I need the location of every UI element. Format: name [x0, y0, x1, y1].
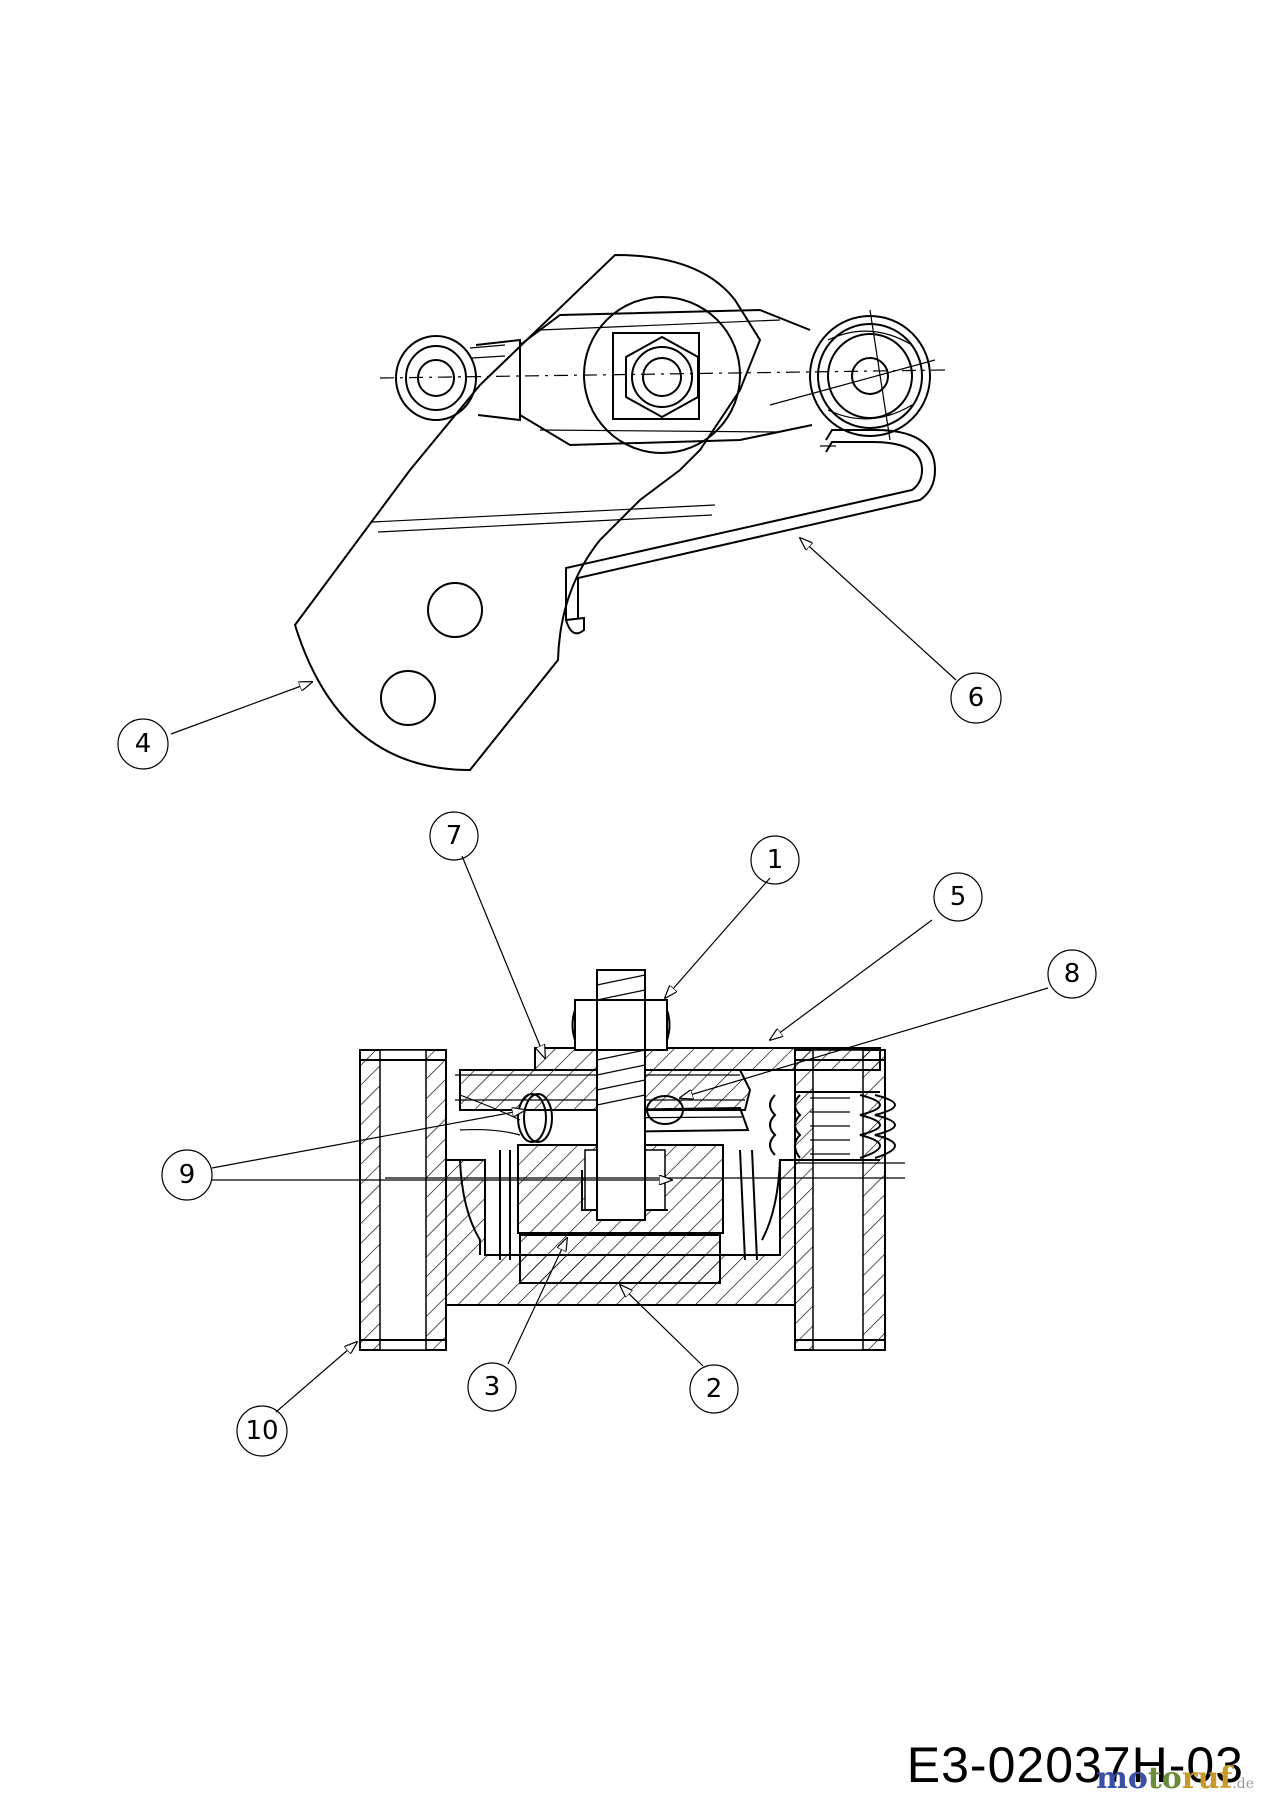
- roll-pins: [459, 1093, 684, 1143]
- callout-label: 10: [245, 1416, 278, 1446]
- callout-2: 2: [689, 1364, 739, 1414]
- right-wheel-rim: [794, 1049, 886, 1351]
- tension-spring-rod: [564, 429, 937, 635]
- callout-label: 8: [1064, 959, 1081, 989]
- coil-spring: [769, 1091, 905, 1164]
- callout-9: 9: [161, 1149, 213, 1201]
- callout-4: 4: [117, 718, 169, 770]
- callout-label: 4: [135, 729, 152, 759]
- callout-label: 5: [950, 882, 967, 912]
- callout-10: 10: [236, 1405, 288, 1457]
- callout-7: 7: [429, 811, 479, 861]
- arm-hole-lower: [380, 670, 436, 726]
- inner-bushing: [519, 1234, 721, 1284]
- callout-label: 2: [706, 1374, 723, 1404]
- callout-label: 7: [446, 821, 463, 851]
- left-wheel-rim: [359, 1049, 447, 1351]
- callout-5: 5: [933, 872, 983, 922]
- idler-arm-assembly: [293, 253, 946, 772]
- idler-arm-plate: [293, 253, 762, 772]
- center-pivot-nut: [583, 296, 741, 454]
- callout-leaders: [170, 538, 1049, 1413]
- arm-hole-upper: [427, 582, 483, 638]
- callout-label: 6: [968, 683, 985, 713]
- callout-label: 9: [179, 1160, 196, 1190]
- left-idler-pulley: [395, 335, 521, 422]
- callout-3: 3: [467, 1362, 517, 1412]
- drawing-code: E3-02037H-03: [906, 1737, 1244, 1793]
- wheel-section-view: [359, 969, 905, 1351]
- right-idler-pulley: [769, 309, 936, 441]
- callout-6: 6: [950, 672, 1002, 724]
- callout-label: 1: [767, 845, 784, 875]
- callout-8: 8: [1047, 949, 1097, 999]
- watermark-logo: motoruf.de: [1096, 1761, 1254, 1796]
- support-plate: [534, 1047, 881, 1071]
- callout-1: 1: [750, 835, 800, 885]
- callout-label: 3: [484, 1372, 501, 1402]
